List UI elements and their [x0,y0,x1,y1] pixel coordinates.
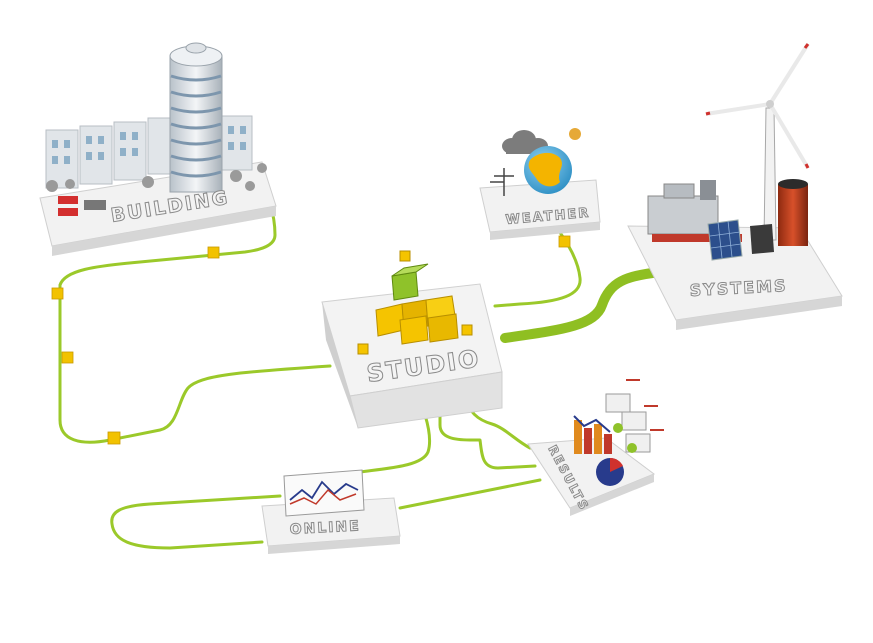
online-platform-side [268,536,400,554]
cable-building-studio [58,176,332,444]
cable-studio-systems [500,267,665,343]
sun-icon [569,128,581,140]
building-icon [45,115,267,216]
weather-platform-side [490,222,600,240]
studio-front [349,371,503,429]
tower-icon [169,42,223,193]
cube-stack-icon [357,250,473,355]
cable-studio-results-1 [438,396,537,470]
building-node: BUILDING [39,42,277,256]
solar-panel-icon [707,219,774,261]
weather-node: WEATHER [479,128,601,240]
flag-icons [605,379,664,453]
online-node: ONLINE [261,469,401,554]
systems-node: SYSTEMS [627,42,843,330]
wind-turbine-icon [705,42,810,241]
chart-icon [573,415,612,454]
connector [207,246,220,259]
results-node: RESULTS [527,379,664,516]
weather-label: WEATHER [505,206,591,228]
building-platform-side [52,206,276,256]
cable-online-results [110,478,542,550]
systems-platform-side [676,296,842,330]
machinery-icon [647,180,742,242]
screen-icon [283,469,365,517]
globe-land [528,152,562,187]
cloud-icon [502,130,548,154]
connector [51,287,64,300]
studio-node: STUDIO [321,250,503,429]
cable-studio-online [298,400,432,480]
results-platform-side [570,474,654,516]
pie-icon [596,457,624,486]
connector [107,431,121,445]
connector [61,351,74,364]
online-label: ONLINE [289,518,361,538]
connector [558,235,571,248]
weather-vane-icon [490,168,514,196]
tank-icon [778,179,808,246]
studio-left [322,302,358,428]
